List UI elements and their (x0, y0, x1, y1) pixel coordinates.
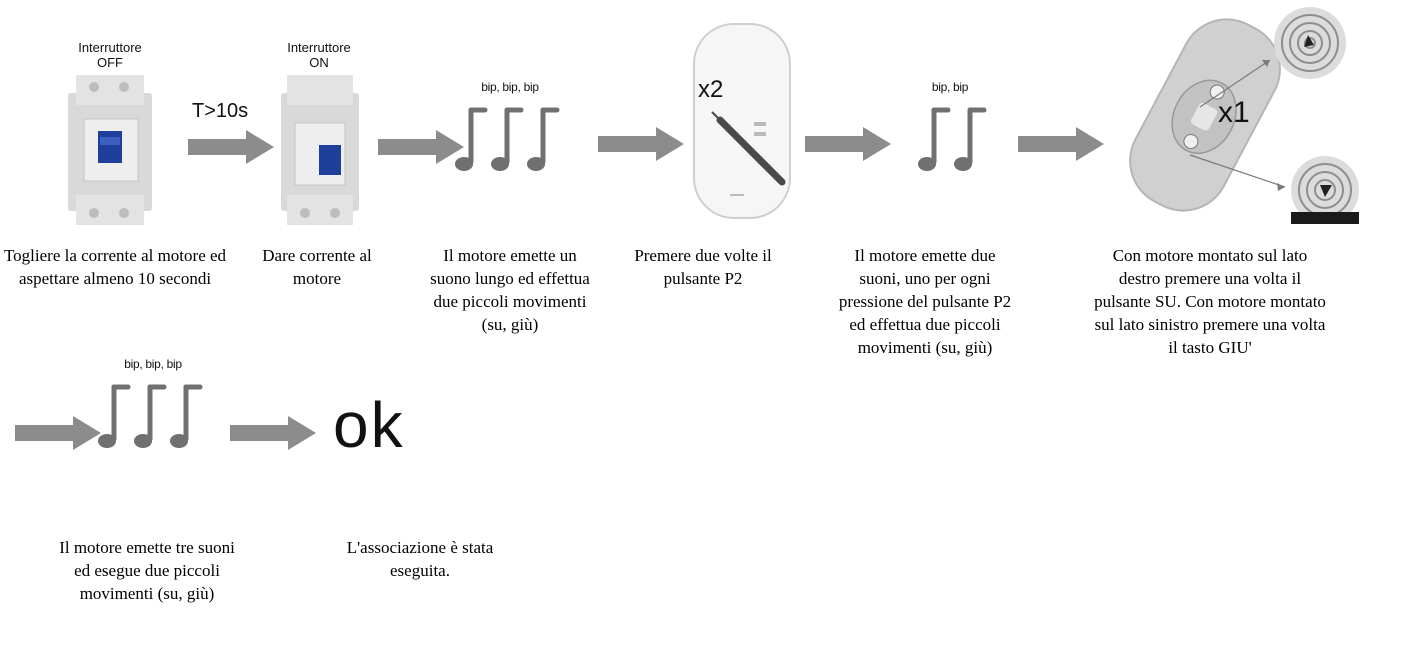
arrow-right-icon (598, 127, 684, 161)
up-button-zoom (1274, 7, 1346, 79)
beep-label: bip, bip, bip (124, 357, 182, 371)
remote-zoom-icon (1129, 7, 1359, 224)
arrow-right-icon (230, 416, 316, 450)
down-button-zoom (1291, 156, 1359, 224)
beep-label: bip, bip (931, 80, 969, 94)
press-count-x2: x2 (698, 76, 724, 103)
caption-step-7: Il motore emette tre suoni ed esegue due… (59, 538, 235, 603)
arrow-right-icon (188, 130, 274, 164)
caption-step-2: Dare corrente al motore (262, 246, 372, 288)
delay-label: T>10s (192, 100, 249, 122)
remote-control-icon (693, 23, 791, 219)
two-beeps-icon (918, 107, 987, 171)
switch-on-label: Interruttore ON (287, 40, 351, 70)
arrow-right-icon (15, 416, 101, 450)
caption-step-3: Il motore emette un suono lungo ed effet… (430, 246, 590, 334)
three-beeps-icon (98, 384, 203, 448)
caption-step-1: Togliere la corrente al motore ed aspett… (3, 246, 227, 288)
caption-step-4: Premere due volte il pulsante P2 (634, 246, 772, 288)
arrow-right-icon (378, 130, 464, 164)
caption-step-6: Con motore montato sul lato destro preme… (1094, 246, 1326, 357)
breaker-off-icon (68, 75, 152, 225)
breaker-on-icon (281, 75, 359, 225)
pen-icon (711, 111, 786, 186)
caption-step-5: Il motore emette due suoni, uno per ogni… (838, 246, 1012, 357)
caption-step-8: L'associazione è stata eseguita. (346, 538, 494, 580)
switch-off-label: Interruttore OFF (78, 40, 142, 70)
press-count-x1: x1 (1218, 96, 1250, 129)
beep-label: bip, bip, bip (481, 80, 539, 94)
three-beeps-icon (455, 107, 560, 171)
arrow-right-icon (805, 127, 891, 161)
arrow-right-icon (1018, 127, 1104, 161)
ok-text: ok (333, 389, 405, 461)
